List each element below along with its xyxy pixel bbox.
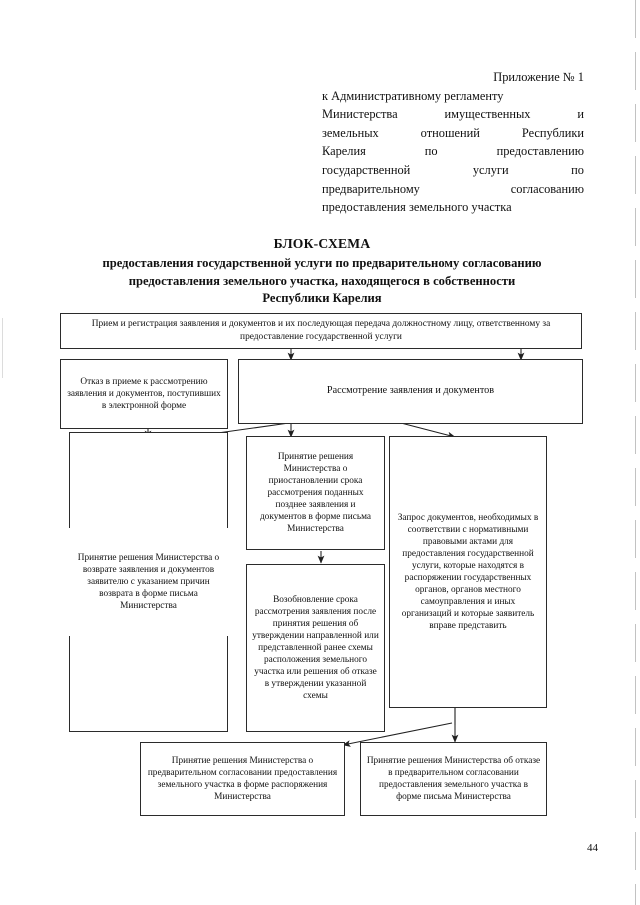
flow-node-intake: Прием и регистрация заявления и документ…: [60, 313, 582, 349]
flow-node-suspend-decision: Принятие решения Министерства о приостан…: [246, 436, 385, 550]
flow-node-return-decision-label: Принятие решения Министерства о возврате…: [77, 552, 220, 612]
flow-node-approve-decision: Принятие решения Министерства о предвари…: [140, 742, 345, 816]
title-heading: БЛОК-СХЕМА: [273, 236, 371, 251]
appendix-reference-line-3: земельных отношений Республики: [322, 125, 584, 140]
appendix-reference-line-7: предоставления земельного участка: [322, 200, 512, 215]
title-subheading-line-2: предоставления земельного участка, наход…: [128, 273, 516, 288]
appendix-reference-line-5: государственной услуги по: [322, 162, 584, 177]
flow-node-refusal-electronic: Отказ в приеме к рассмотрению заявления …: [60, 359, 228, 429]
flow-node-suspend-decision-label: Принятие решения Министерства о приостан…: [259, 451, 372, 535]
flow-node-refusal-electronic-label: Отказ в приеме к рассмотрению заявления …: [67, 376, 221, 412]
flow-node-deny-decision-label: Принятие решения Министерства об отказе …: [366, 755, 541, 803]
title-subheading-line-1: предоставления государственной услуги по…: [102, 256, 542, 270]
scan-edge-right: [635, 0, 636, 905]
scan-edge-left: [2, 318, 3, 378]
flow-node-approve-decision-label: Принятие решения Министерства о предвари…: [147, 755, 338, 803]
flow-node-resume-term-label: Возобновление срока рассмотрения заявлен…: [252, 594, 379, 702]
flow-node-deny-decision: Принятие решения Министерства об отказе …: [360, 742, 547, 816]
flow-node-review: Рассмотрение заявления и документов: [238, 359, 583, 424]
title-subheading-line-3: Республики Карелия: [262, 291, 382, 306]
flow-node-resume-term: Возобновление срока рассмотрения заявлен…: [246, 564, 385, 732]
appendix-reference-line-1: к Административному регламенту: [322, 88, 504, 103]
appendix-reference-line-6: предварительному согласованию: [322, 181, 584, 196]
page-title: БЛОК-СХЕМА предоставления государственно…: [46, 234, 598, 308]
appendix-reference-line-2: Министерства имущественных и: [322, 107, 584, 122]
flow-node-review-label: Рассмотрение заявления и документов: [326, 385, 495, 397]
appendix-number: Приложение № 1: [493, 70, 584, 84]
page-number: 44: [587, 842, 598, 854]
flow-node-request-documents-label: Запрос документов, необходимых в соответ…: [397, 512, 539, 632]
appendix-header: Приложение № 1 к Административному регла…: [322, 68, 584, 217]
flow-node-intake-label: Прием и регистрация заявления и документ…: [91, 319, 551, 342]
flow-node-request-documents: Запрос документов, необходимых в соответ…: [389, 436, 547, 708]
title-subheading: предоставления государственной услуги по…: [46, 255, 598, 308]
flow-node-return-decision: Принятие решения Министерства о возврате…: [69, 528, 228, 636]
connector-review-to-request: [400, 422, 456, 439]
appendix-reference-line-4: Карелия по предоставлению: [322, 144, 584, 159]
appendix-reference: к Административному регламенту Министерс…: [322, 87, 584, 217]
